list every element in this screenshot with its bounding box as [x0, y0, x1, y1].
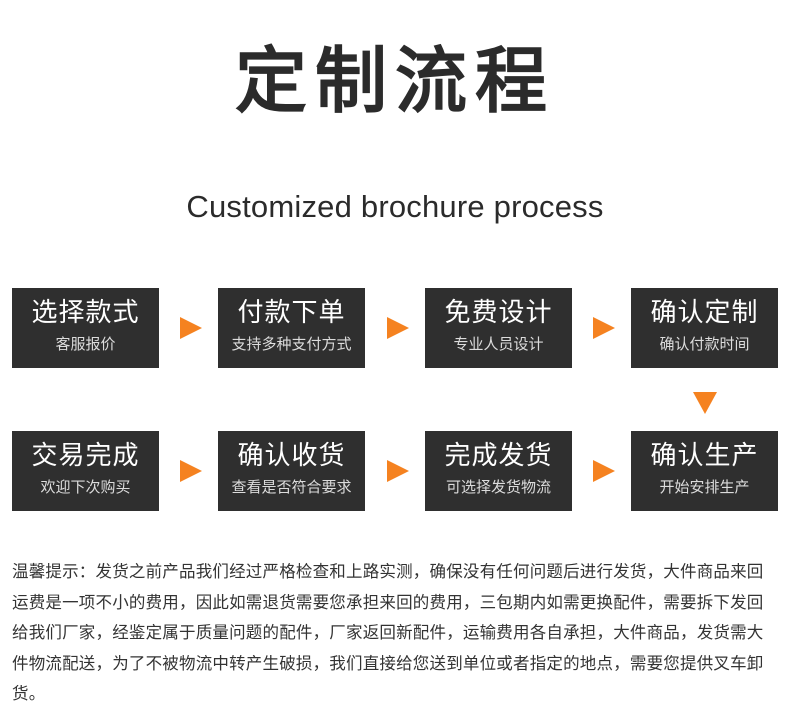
arrow-right-icon [180, 317, 202, 339]
page-subtitle: Customized brochure process [186, 189, 604, 224]
step-confirm-receipt: 确认收货 查看是否符合要求 [218, 431, 365, 511]
step-desc: 专业人员设计 [453, 335, 544, 354]
step-title: 完成发货 [444, 441, 553, 471]
step-title: 选择款式 [31, 298, 140, 328]
step-desc: 确认付款时间 [659, 335, 750, 354]
step-desc: 欢迎下次购买 [40, 478, 131, 497]
arrow-down-icon [693, 392, 717, 414]
arrow-right-icon [593, 317, 615, 339]
step-free-design: 免费设计 专业人员设计 [425, 288, 572, 368]
step-desc: 开始安排生产 [659, 478, 750, 497]
step-title: 确认生产 [650, 441, 759, 471]
arrow-right-icon [387, 317, 409, 339]
step-title: 付款下单 [237, 298, 346, 328]
step-desc: 查看是否符合要求 [231, 478, 352, 497]
notice-text: 温馨提示：发货之前产品我们经过严格检查和上路实测，确保没有任何问题后进行发货，大… [12, 562, 764, 703]
step-payment-order: 付款下单 支持多种支付方式 [218, 288, 365, 368]
step-desc: 可选择发货物流 [445, 478, 551, 497]
step-confirm-customization: 确认定制 确认付款时间 [631, 288, 778, 368]
step-title: 确认收货 [237, 441, 346, 471]
step-title: 免费设计 [444, 298, 553, 328]
step-select-style: 选择款式 客服报价 [12, 288, 159, 368]
step-title: 交易完成 [31, 441, 140, 471]
page-title: 定制流程 [234, 39, 555, 123]
arrow-right-icon [180, 460, 202, 482]
step-shipment-complete: 完成发货 可选择发货物流 [425, 431, 572, 511]
step-desc: 客服报价 [55, 335, 116, 354]
step-confirm-production: 确认生产 开始安排生产 [631, 431, 778, 511]
step-desc: 支持多种支付方式 [231, 335, 352, 354]
arrow-right-icon [387, 460, 409, 482]
step-transaction-complete: 交易完成 欢迎下次购买 [12, 431, 159, 511]
step-title: 确认定制 [650, 298, 759, 328]
arrow-right-icon [593, 460, 615, 482]
